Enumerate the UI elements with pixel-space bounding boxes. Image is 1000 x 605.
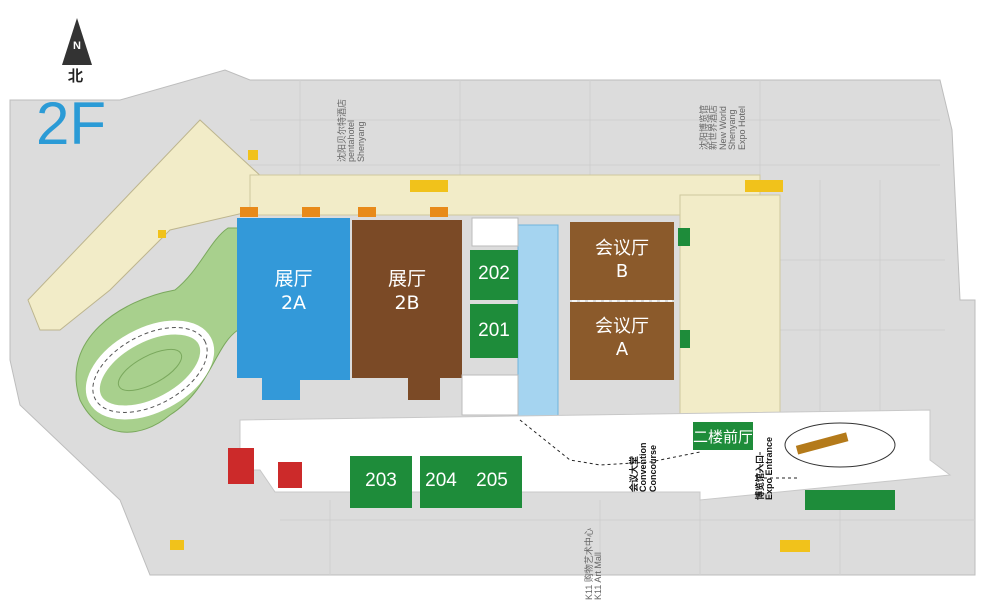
dashed-route bbox=[519, 419, 701, 466]
room-201-label[interactable]: 201 bbox=[478, 320, 510, 341]
meeting-hall-b-shape bbox=[570, 222, 674, 300]
meeting-hall-b-cn: 会议厅 bbox=[595, 238, 649, 259]
meeting-room-201-shape bbox=[470, 304, 518, 358]
yellow-markers bbox=[158, 150, 810, 552]
meeting-hall-a-en: A bbox=[615, 338, 629, 360]
entrance-atrium bbox=[784, 422, 896, 468]
orange-markers bbox=[240, 207, 448, 217]
floor-label: 2F bbox=[36, 90, 107, 157]
hall-2a-label[interactable]: 展厅 2A bbox=[237, 268, 350, 316]
white-block-south bbox=[461, 374, 519, 416]
room-204-label[interactable]: 204 bbox=[425, 470, 457, 491]
hall-2a-en: 2A bbox=[280, 291, 307, 314]
blue-corridor bbox=[517, 224, 559, 421]
meeting-room-204-shape bbox=[420, 456, 462, 508]
hall-2b-cn: 展厅 bbox=[387, 268, 426, 290]
building-grid bbox=[250, 80, 975, 575]
exhibition-hall-2a-shape bbox=[237, 218, 350, 400]
entrance-label: 博览馆入口 Expo Entrance bbox=[755, 436, 775, 500]
newworld-label: 沈阳博览馆 新世界酒店 New World Shenyang Expo Hote… bbox=[699, 105, 747, 150]
room-203-label[interactable]: 203 bbox=[365, 470, 397, 491]
hall-2b-en: 2B bbox=[394, 291, 420, 314]
hall-2a-cn: 展厅 bbox=[274, 268, 313, 290]
meeting-hall-a-cn: 会议厅 bbox=[595, 316, 649, 337]
concourse-en2: Concourse bbox=[647, 444, 658, 492]
west-service-wing bbox=[27, 119, 266, 331]
red-blocks bbox=[228, 448, 302, 488]
exhibition-hall-2b-shape bbox=[352, 220, 462, 400]
meeting-hall-b-label[interactable]: 会议厅 B bbox=[570, 238, 674, 283]
north-service-strip bbox=[249, 174, 761, 216]
green-accent-tiles bbox=[678, 228, 895, 510]
room-202-label[interactable]: 202 bbox=[478, 263, 510, 284]
meeting-room-203-shape bbox=[350, 456, 412, 508]
meeting-hall-b-en: B bbox=[615, 260, 629, 282]
lobby-label[interactable]: 二楼前厅 bbox=[693, 428, 754, 446]
artmall-en: K11 Art Mall bbox=[593, 552, 604, 600]
compass: N 北 bbox=[62, 18, 92, 88]
compass-letter: N bbox=[73, 40, 81, 52]
compass-north-cn: 北 bbox=[68, 67, 84, 85]
dashed-route-east bbox=[759, 452, 800, 479]
hall-2b-label[interactable]: 展厅 2B bbox=[352, 268, 462, 316]
pentahotel-en2: Shenyang bbox=[355, 121, 366, 162]
east-service-block bbox=[679, 194, 781, 421]
lobby-shape bbox=[693, 422, 753, 450]
newworld-en3: Expo Hotel bbox=[736, 105, 747, 150]
entrance-en: Expo Entrance bbox=[764, 436, 775, 500]
meeting-room-205-shape bbox=[462, 456, 522, 508]
meeting-hall-a-shape bbox=[570, 302, 674, 380]
concourse-label: 会议大堂 Convention Concourse bbox=[629, 443, 658, 493]
artmall-label: K11 购物艺术中心 K11 Art Mall bbox=[584, 528, 604, 600]
meeting-hall-a-label[interactable]: 会议厅 A bbox=[570, 316, 674, 361]
meeting-room-202-shape bbox=[470, 250, 518, 300]
pentahotel-label: 沈阳贝尔特酒店 pentahotel Shenyang bbox=[337, 99, 366, 162]
north-arrow-shape bbox=[62, 18, 92, 65]
white-block-north bbox=[471, 217, 519, 247]
entrance-bridge bbox=[795, 432, 849, 455]
room-205-label[interactable]: 205 bbox=[476, 470, 508, 491]
green-track bbox=[75, 227, 239, 433]
